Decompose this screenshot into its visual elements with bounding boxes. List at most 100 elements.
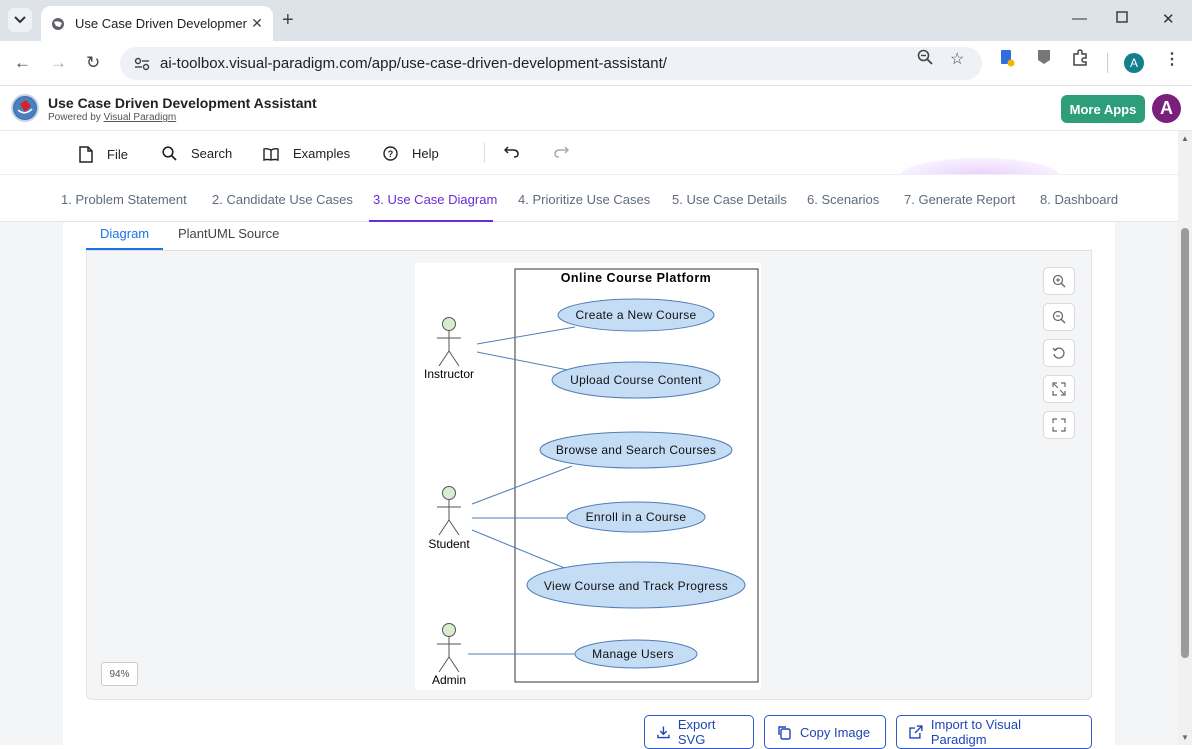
search-menu[interactable]: Search bbox=[162, 146, 232, 161]
download-icon bbox=[657, 726, 670, 739]
tab-plantuml-source[interactable]: PlantUML Source bbox=[178, 226, 280, 241]
globe-icon bbox=[52, 17, 64, 30]
file-label: File bbox=[107, 147, 128, 162]
user-avatar[interactable]: A bbox=[1152, 94, 1181, 123]
zoom-in-button[interactable] bbox=[1043, 267, 1075, 295]
undo-icon[interactable] bbox=[504, 146, 519, 158]
maximize-icon[interactable] bbox=[1116, 10, 1128, 27]
associations bbox=[468, 326, 579, 655]
extension-doc-icon[interactable] bbox=[999, 49, 1015, 72]
external-link-icon bbox=[909, 725, 923, 739]
powered-by-prefix: Powered by bbox=[48, 112, 101, 123]
system-boundary bbox=[514, 268, 759, 683]
step-candidate-use-cases[interactable]: 2. Candidate Use Cases bbox=[212, 192, 353, 207]
scrollbar-thumb[interactable] bbox=[1181, 228, 1189, 658]
association-line bbox=[476, 351, 579, 373]
visual-paradigm-link[interactable]: Visual Paradigm bbox=[103, 112, 177, 123]
association-line bbox=[476, 326, 576, 345]
step-dashboard[interactable]: 8. Dashboard bbox=[1040, 192, 1119, 207]
close-tab-icon[interactable]: ✕ bbox=[251, 15, 263, 31]
usecase-label-upload-content: Upload Course Content bbox=[570, 373, 702, 387]
extensions-puzzle-icon[interactable] bbox=[1072, 49, 1089, 71]
step-generate-report[interactable]: 7. Generate Report bbox=[904, 192, 1016, 207]
actor-label-student: Student bbox=[428, 537, 470, 551]
usecase-label-create-course: Create a New Course bbox=[575, 308, 696, 322]
tab-diagram[interactable]: Diagram bbox=[100, 226, 150, 241]
forward-icon[interactable]: → bbox=[50, 53, 67, 72]
step-prioritize-use-cases[interactable]: 4. Prioritize Use Cases bbox=[518, 192, 651, 207]
app-header: Use Case Driven Development Assistant Po… bbox=[0, 87, 1192, 131]
step-use-case-diagram[interactable]: 3. Use Case Diagram bbox=[373, 192, 498, 207]
usecase-enroll bbox=[566, 501, 706, 533]
fullscreen-icon bbox=[1052, 418, 1066, 432]
tab-title: Use Case Driven Development A bbox=[75, 16, 247, 31]
book-open-icon bbox=[263, 147, 279, 161]
help-label: Help bbox=[412, 146, 439, 161]
fullscreen-button[interactable] bbox=[1043, 411, 1075, 439]
browser-tab-strip: Use Case Driven Development A ✕ + — ✕ bbox=[0, 0, 1192, 41]
close-window-icon[interactable]: ✕ bbox=[1162, 11, 1175, 28]
fit-screen-icon bbox=[1052, 382, 1066, 396]
actor-instructor bbox=[437, 317, 461, 367]
redo-icon[interactable] bbox=[554, 146, 569, 158]
import-to-vp-button[interactable]: Import to Visual Paradigm bbox=[896, 715, 1092, 749]
actor-admin bbox=[437, 623, 461, 673]
back-icon[interactable]: ← bbox=[14, 53, 31, 72]
search-label: Search bbox=[191, 146, 233, 161]
actor-label-instructor: Instructor bbox=[424, 367, 474, 381]
step-problem-statement[interactable]: 1. Problem Statement bbox=[61, 192, 187, 207]
step-use-case-details[interactable]: 5. Use Case Details bbox=[672, 192, 787, 207]
actor-label-admin: Admin bbox=[432, 673, 466, 687]
scroll-up-arrow[interactable]: ▲ bbox=[1181, 134, 1189, 143]
reload-icon[interactable]: ↻ bbox=[86, 53, 101, 72]
tab-search-button[interactable] bbox=[8, 8, 32, 32]
new-tab-icon[interactable]: + bbox=[282, 9, 294, 31]
zoom-in-icon bbox=[1052, 274, 1066, 288]
copy-image-label: Copy Image bbox=[800, 724, 871, 740]
svg-text:?: ? bbox=[388, 149, 394, 159]
actor-student bbox=[437, 486, 461, 536]
use-cases bbox=[526, 298, 746, 669]
more-options-icon[interactable]: ⋮ bbox=[1164, 51, 1180, 68]
usecase-label-manage-users: Manage Users bbox=[592, 647, 674, 661]
scroll-down-arrow[interactable]: ▼ bbox=[1181, 733, 1189, 742]
more-apps-button[interactable]: More Apps bbox=[1061, 95, 1145, 123]
chevron-down-icon bbox=[14, 16, 26, 24]
toolbar-divider bbox=[1107, 53, 1108, 73]
reset-zoom-button[interactable] bbox=[1043, 339, 1075, 367]
usecase-view-track bbox=[526, 561, 746, 609]
url-text: ai-toolbox.visual-paradigm.com/app/use-c… bbox=[160, 55, 667, 72]
step-scenarios[interactable]: 6. Scenarios bbox=[807, 192, 880, 207]
zoom-out-button[interactable] bbox=[1043, 303, 1075, 331]
usecase-label-browse-search: Browse and Search Courses bbox=[556, 443, 716, 457]
subtab-divider bbox=[86, 250, 1092, 251]
browser-toolbar: ← → ↻ ai-toolbox.visual-paradigm.com/app… bbox=[0, 41, 1192, 86]
association-line bbox=[471, 465, 573, 505]
help-circle-icon: ? bbox=[383, 146, 398, 161]
export-svg-label: Export SVG bbox=[677, 717, 716, 747]
usecase-create-course bbox=[557, 298, 715, 332]
file-menu[interactable]: File bbox=[79, 146, 128, 163]
usecase-label-enroll: Enroll in a Course bbox=[586, 510, 687, 524]
address-bar[interactable]: ai-toolbox.visual-paradigm.com/app/use-c… bbox=[120, 47, 982, 80]
help-menu[interactable]: ? Help bbox=[383, 146, 439, 161]
copy-icon bbox=[778, 725, 791, 740]
zoom-out-icon bbox=[1052, 310, 1066, 324]
fit-to-screen-button[interactable] bbox=[1043, 375, 1075, 403]
profile-avatar[interactable]: A bbox=[1124, 53, 1144, 73]
extension-chat-icon[interactable] bbox=[1037, 49, 1051, 70]
active-step-indicator bbox=[369, 220, 493, 222]
examples-menu[interactable]: Examples bbox=[263, 146, 350, 161]
app-logo bbox=[11, 94, 39, 122]
minimize-icon[interactable]: — bbox=[1072, 10, 1087, 27]
app-title: Use Case Driven Development Assistant bbox=[48, 95, 317, 111]
zoom-page-icon[interactable] bbox=[917, 49, 933, 70]
search-icon bbox=[162, 146, 177, 161]
browser-tab[interactable]: Use Case Driven Development A ✕ bbox=[41, 6, 273, 41]
export-svg-button[interactable]: Export SVG bbox=[644, 715, 754, 749]
site-settings-icon[interactable] bbox=[134, 57, 150, 71]
examples-label: Examples bbox=[293, 146, 351, 161]
menu-divider bbox=[484, 143, 485, 163]
bookmark-star-icon[interactable]: ☆ bbox=[950, 51, 965, 68]
copy-image-button[interactable]: Copy Image bbox=[764, 715, 886, 749]
